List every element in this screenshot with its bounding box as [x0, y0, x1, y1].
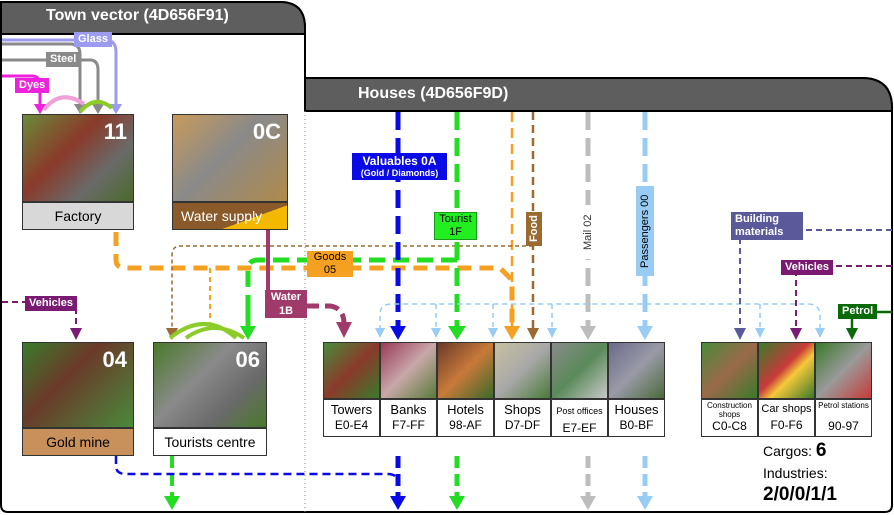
house-range: F7-FF	[392, 418, 425, 432]
tourists-centre-caption: Tourists centre	[153, 428, 267, 456]
tourists-arc-2	[184, 326, 246, 340]
shop-range: C0-C8	[712, 419, 747, 433]
goods-text: Goods	[313, 251, 347, 263]
house-name: Banks	[390, 402, 427, 417]
goods-line	[113, 232, 515, 330]
house-range: 98-AF	[449, 418, 482, 432]
tourist-id: 1F	[449, 226, 462, 238]
factory-input-arrows	[34, 104, 122, 114]
factory-id: 11	[103, 119, 127, 144]
house-name: Post offices	[556, 406, 603, 416]
gold-mine-tile[interactable]: 04	[22, 342, 134, 428]
water-label: Water 1B	[265, 290, 307, 318]
steel-line-b	[2, 58, 100, 108]
house-tile[interactable]	[551, 342, 608, 399]
water-supply-tile[interactable]: 0C	[172, 114, 288, 202]
tourist-line-b	[245, 257, 457, 330]
valuables-subtext: (Gold / Diamonds)	[360, 168, 439, 178]
factory-tile[interactable]: 11	[22, 114, 134, 202]
house-range: E0-E4	[334, 418, 369, 432]
shop-name: Car shops	[761, 403, 812, 415]
gold-mine-id: 04	[102, 347, 127, 372]
petrol-tag: Petrol	[838, 304, 878, 319]
house-tile[interactable]	[608, 342, 665, 399]
building-materials-arrowhead	[734, 328, 746, 340]
cargos-value: 6	[815, 440, 827, 461]
dyes-tag: Dyes	[15, 78, 50, 93]
vehicles-right-arrowhead	[790, 328, 802, 340]
shop-range: 90-97	[828, 419, 859, 433]
vehicles-right-tag: Vehicles	[781, 260, 834, 275]
shop-name: Construction shops	[707, 401, 752, 419]
food-label: Food	[526, 212, 542, 246]
tourist-text: Tourist	[439, 213, 472, 225]
tourists-centre-id: 06	[235, 347, 260, 372]
water-supply-caption: Water supply	[172, 202, 288, 230]
goods-id: 05	[323, 264, 337, 276]
glass-tag: Glass	[74, 32, 112, 47]
goods-arrowhead	[504, 326, 520, 340]
vehicles-left-arrowhead	[70, 328, 82, 340]
house-range: E7-EF	[562, 421, 597, 435]
house-range: B0-BF	[619, 418, 654, 432]
houses-title: Houses (4D656F9D)	[358, 85, 509, 102]
industries-value: 2/0/0/1/1	[763, 484, 837, 505]
town-title: Town vector (4D656F91)	[46, 7, 229, 24]
house-tile[interactable]	[380, 342, 437, 399]
house-name: Towers	[330, 402, 373, 417]
cargos-label: Cargos:	[763, 443, 813, 459]
house-name: Houses	[614, 402, 659, 417]
dyes-arrowhead	[34, 104, 46, 114]
valuables-text: Valuables 0A	[362, 154, 437, 168]
house-range: D7-DF	[504, 418, 541, 432]
houses-title-bar	[304, 77, 893, 112]
building-materials-tag: Building materials	[731, 212, 803, 240]
town-title-bar	[0, 0, 306, 35]
steel-tag: Steel	[46, 52, 81, 67]
water-supply-id: 0C	[252, 119, 281, 144]
water-arrowhead	[336, 322, 352, 338]
water-out-line	[305, 303, 347, 325]
tourists-centre-tile[interactable]: 06	[153, 342, 267, 428]
gold-mine-caption: Gold mine	[22, 428, 134, 456]
cargos-stat: Cargos: 6	[763, 440, 827, 462]
goods-label: Goods 05	[307, 251, 353, 277]
house-tile[interactable]	[437, 342, 494, 399]
house-name: Shops	[504, 402, 541, 417]
house-name: Hotels	[447, 402, 484, 417]
tourists-arc-1	[168, 322, 238, 340]
valuables-label: Valuables 0A (Gold / Diamonds)	[352, 153, 447, 180]
water-id: 1B	[278, 305, 294, 317]
factory-caption: Factory	[22, 202, 134, 230]
shop-caption: Petrol stations 90-97	[815, 399, 872, 437]
shop-range: F0-F6	[770, 418, 803, 432]
passengers-label: Passengers 00	[636, 186, 654, 276]
shop-tile[interactable]	[758, 342, 815, 399]
vehicles-left-tag: Vehicles	[25, 296, 78, 311]
water-text: Water	[270, 291, 302, 303]
house-tile[interactable]	[494, 342, 551, 399]
factory-arc-green	[78, 100, 114, 114]
house-tile[interactable]	[323, 342, 380, 399]
passengers-branches	[379, 303, 821, 330]
industries-label: Industries:	[763, 465, 828, 481]
factory-arc-pink	[42, 95, 86, 112]
petrol-arrowhead	[846, 328, 858, 340]
shop-name: Petrol stations	[818, 401, 869, 410]
shop-tile[interactable]	[701, 342, 758, 399]
mail-label: Mail 02	[580, 205, 596, 259]
shop-tile[interactable]	[815, 342, 872, 399]
food-line-b	[171, 245, 533, 330]
tourist-label: Tourist 1F	[434, 212, 477, 240]
